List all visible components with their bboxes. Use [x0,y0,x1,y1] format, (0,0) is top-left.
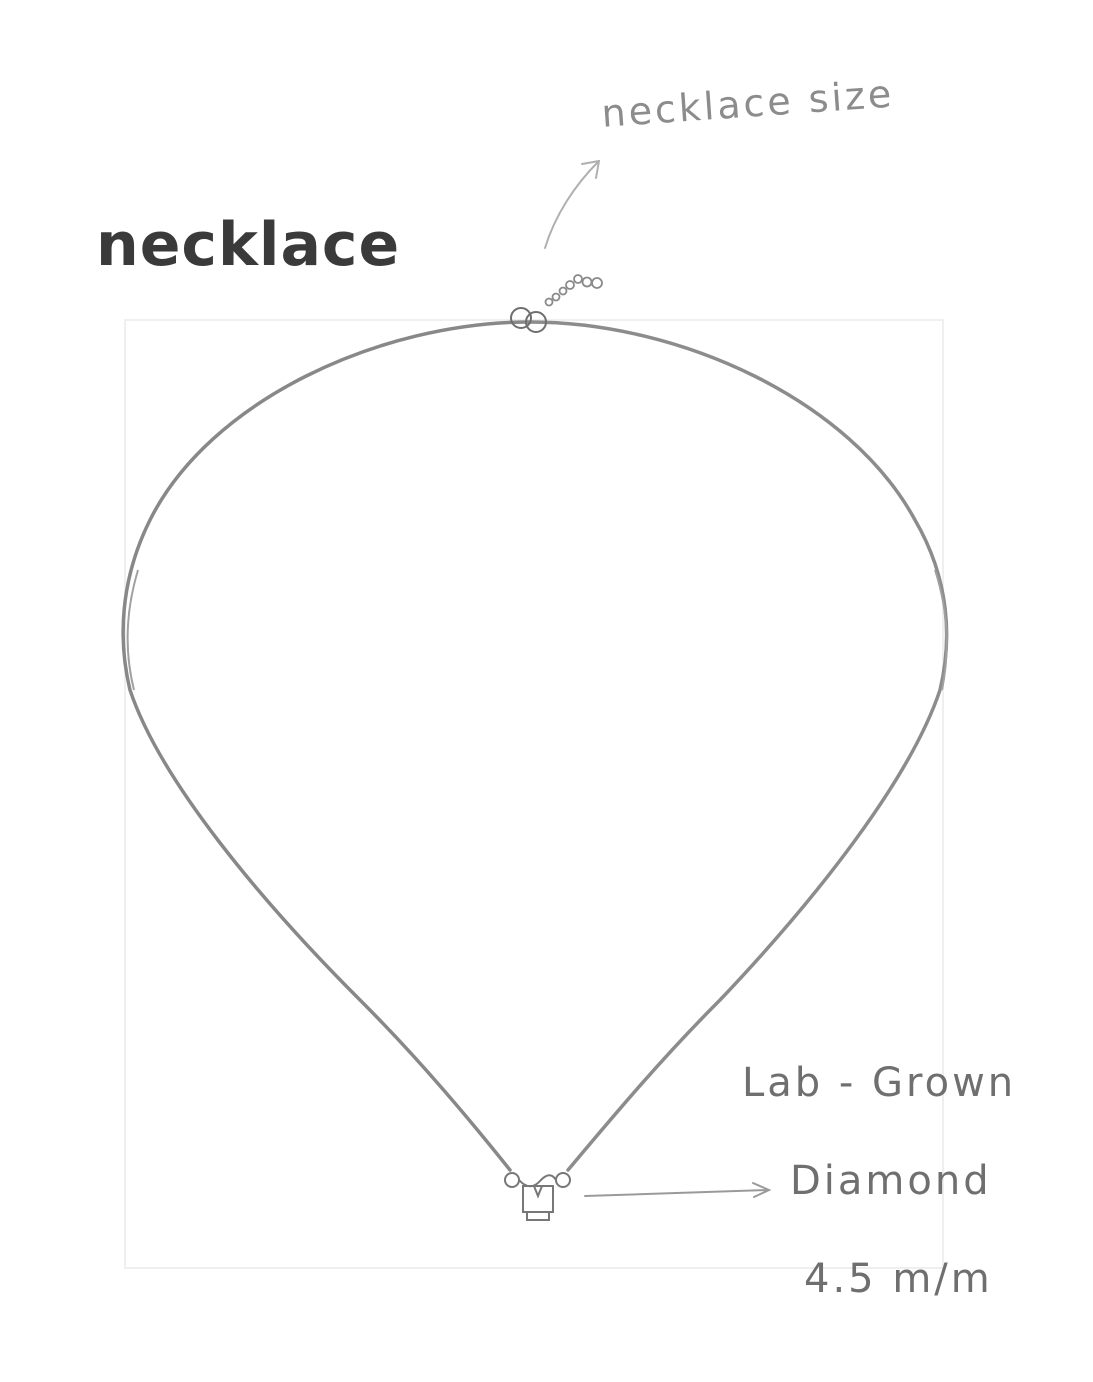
chain-sketch-stroke-right [934,569,948,691]
clasp-icon [510,307,547,333]
stone-arrow-icon [584,1182,772,1198]
stone-name-label: Diamond [790,1158,992,1204]
necklace-chain-right [528,320,949,1172]
necklace-chain-left [121,320,532,1172]
diagram-title: necklace [96,210,401,280]
drawing-frame [124,319,944,1269]
chain-sketch-stroke-left [126,569,139,691]
stone-type-label: Lab - Grown [742,1060,1017,1106]
pendant-diamond-icon [504,1172,571,1221]
extender-chain-icon [544,274,603,307]
stone-size-label: 4.5 m/m [804,1256,993,1302]
size-arrow-icon [544,159,601,249]
